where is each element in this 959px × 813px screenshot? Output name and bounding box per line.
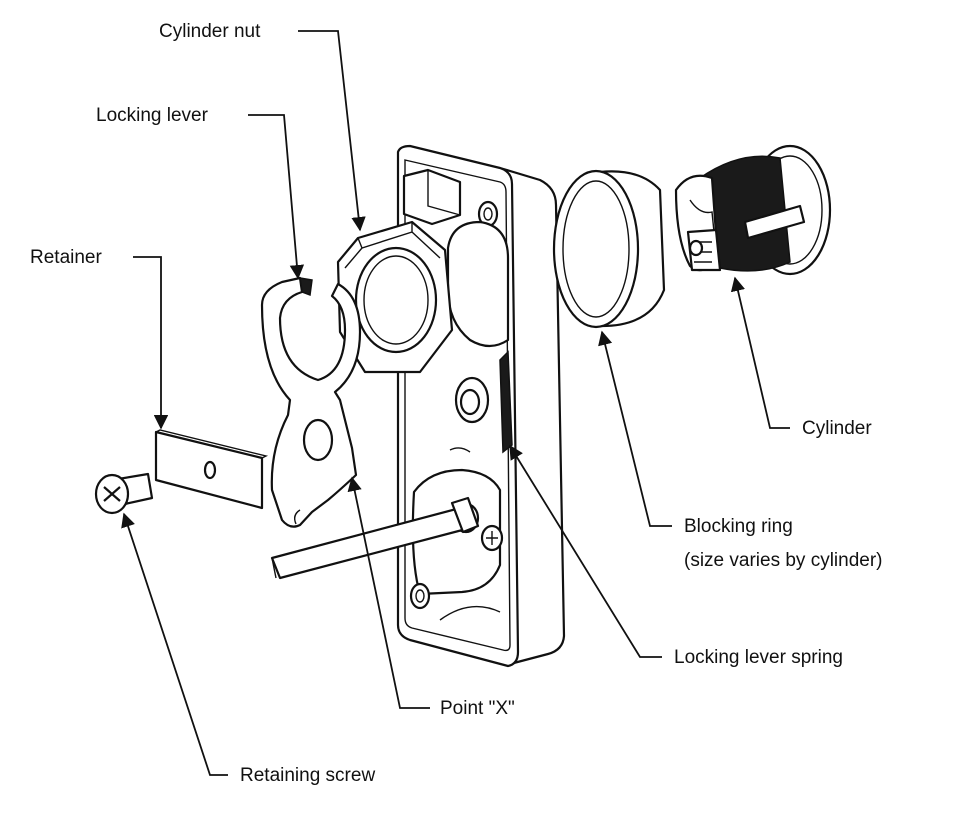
leader-cylinder	[730, 276, 790, 429]
cylinder	[674, 144, 832, 276]
leader-locking-lever-spring	[509, 444, 662, 658]
cylinder-nut	[336, 220, 454, 374]
label-locking-lever-spring: Locking lever spring	[674, 647, 843, 668]
label-cylinder: Cylinder	[802, 418, 872, 439]
label-retaining-screw: Retaining screw	[240, 765, 375, 786]
leader-retaining-screw	[121, 512, 228, 776]
retainer	[154, 429, 269, 510]
label-blocking-ring-line1: Blocking ring	[684, 516, 793, 537]
lock-housing	[396, 144, 566, 668]
leader-blocking-ring	[598, 330, 672, 527]
spindle-bar	[270, 496, 480, 580]
locking-lever	[260, 276, 362, 528]
retaining-screw	[94, 472, 154, 515]
leader-retainer	[133, 256, 169, 430]
label-blocking-ring-line2: (size varies by cylinder)	[684, 550, 883, 571]
label-retainer: Retainer	[30, 247, 102, 268]
leader-cylinder-nut	[298, 30, 366, 232]
label-cylinder-nut: Cylinder nut	[159, 21, 261, 42]
label-point-x: Point "X"	[440, 698, 515, 719]
leader-point-x	[347, 476, 430, 709]
blocking-ring	[552, 169, 666, 329]
leader-locking-lever	[248, 114, 305, 280]
label-locking-lever: Locking lever	[96, 105, 209, 126]
